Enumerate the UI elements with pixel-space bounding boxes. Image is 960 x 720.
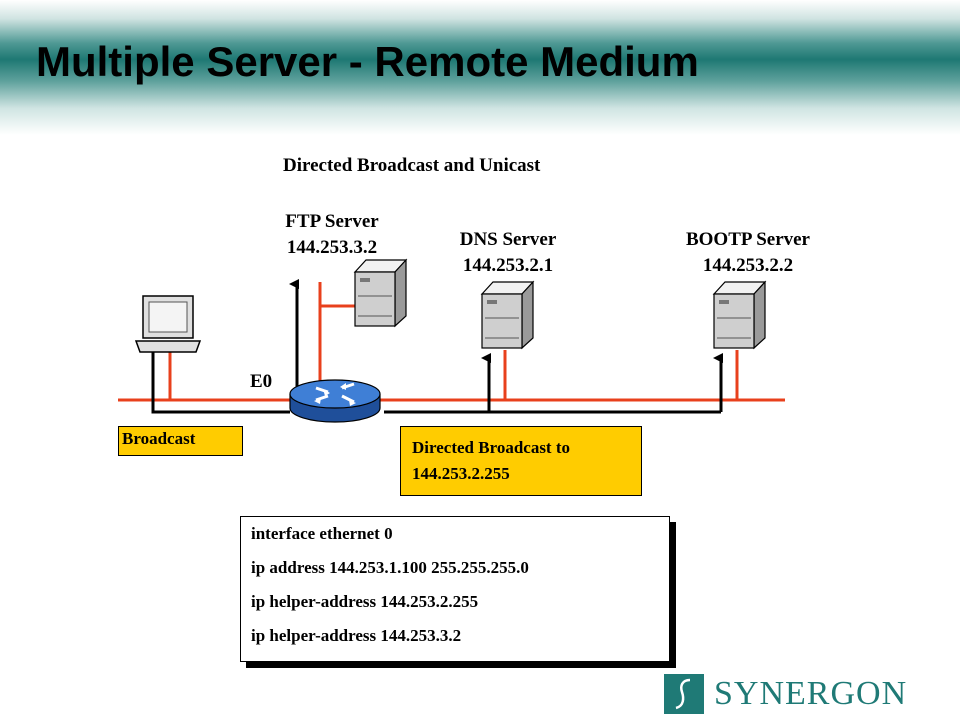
workstation-icon (134, 295, 202, 353)
header-band (0, 0, 960, 135)
broadcast-label-text: Broadcast (122, 429, 196, 448)
ftp-server-icon (353, 258, 408, 328)
dns-server-icon (480, 280, 535, 350)
bootp-server-name: BOOTP Server (685, 229, 810, 250)
directed-broadcast-callout: Directed Broadcast to 144.253.2.255 (400, 426, 642, 496)
ftp-server-ip: 144.253.3.2 (286, 237, 378, 258)
synergon-logo-text: SYNERGON (714, 675, 908, 712)
ftp-server-name: FTP Server (285, 211, 379, 232)
config-line: ip helper-address 144.253.2.255 (251, 592, 479, 611)
slide-title: Multiple Server - Remote Medium (36, 38, 699, 85)
dns-server-ip: 144.253.2.1 (462, 255, 554, 276)
config-line: ip address 144.253.1.100 255.255.255.0 (251, 558, 529, 577)
router-interface-label: E0 (250, 371, 273, 392)
router-icon (289, 379, 381, 423)
callout-line-1: Directed Broadcast to (412, 438, 571, 457)
dns-server-name: DNS Server (459, 229, 557, 250)
synergon-logo: SYNERGON (664, 673, 907, 715)
bootp-server-icon (712, 280, 767, 350)
diagram-subtitle: Directed Broadcast and Unicast (283, 155, 541, 176)
config-box: interface ethernet 0 ip address 144.253.… (240, 516, 670, 662)
config-line: interface ethernet 0 (251, 524, 393, 543)
config-line: ip helper-address 144.253.3.2 (251, 626, 462, 645)
callout-line-2: 144.253.2.255 (412, 464, 510, 483)
broadcast-flow (151, 352, 290, 414)
synergon-logo-mark-icon (664, 674, 704, 714)
broadcast-label: Broadcast (118, 426, 243, 456)
bootp-server-ip: 144.253.2.2 (702, 255, 794, 276)
